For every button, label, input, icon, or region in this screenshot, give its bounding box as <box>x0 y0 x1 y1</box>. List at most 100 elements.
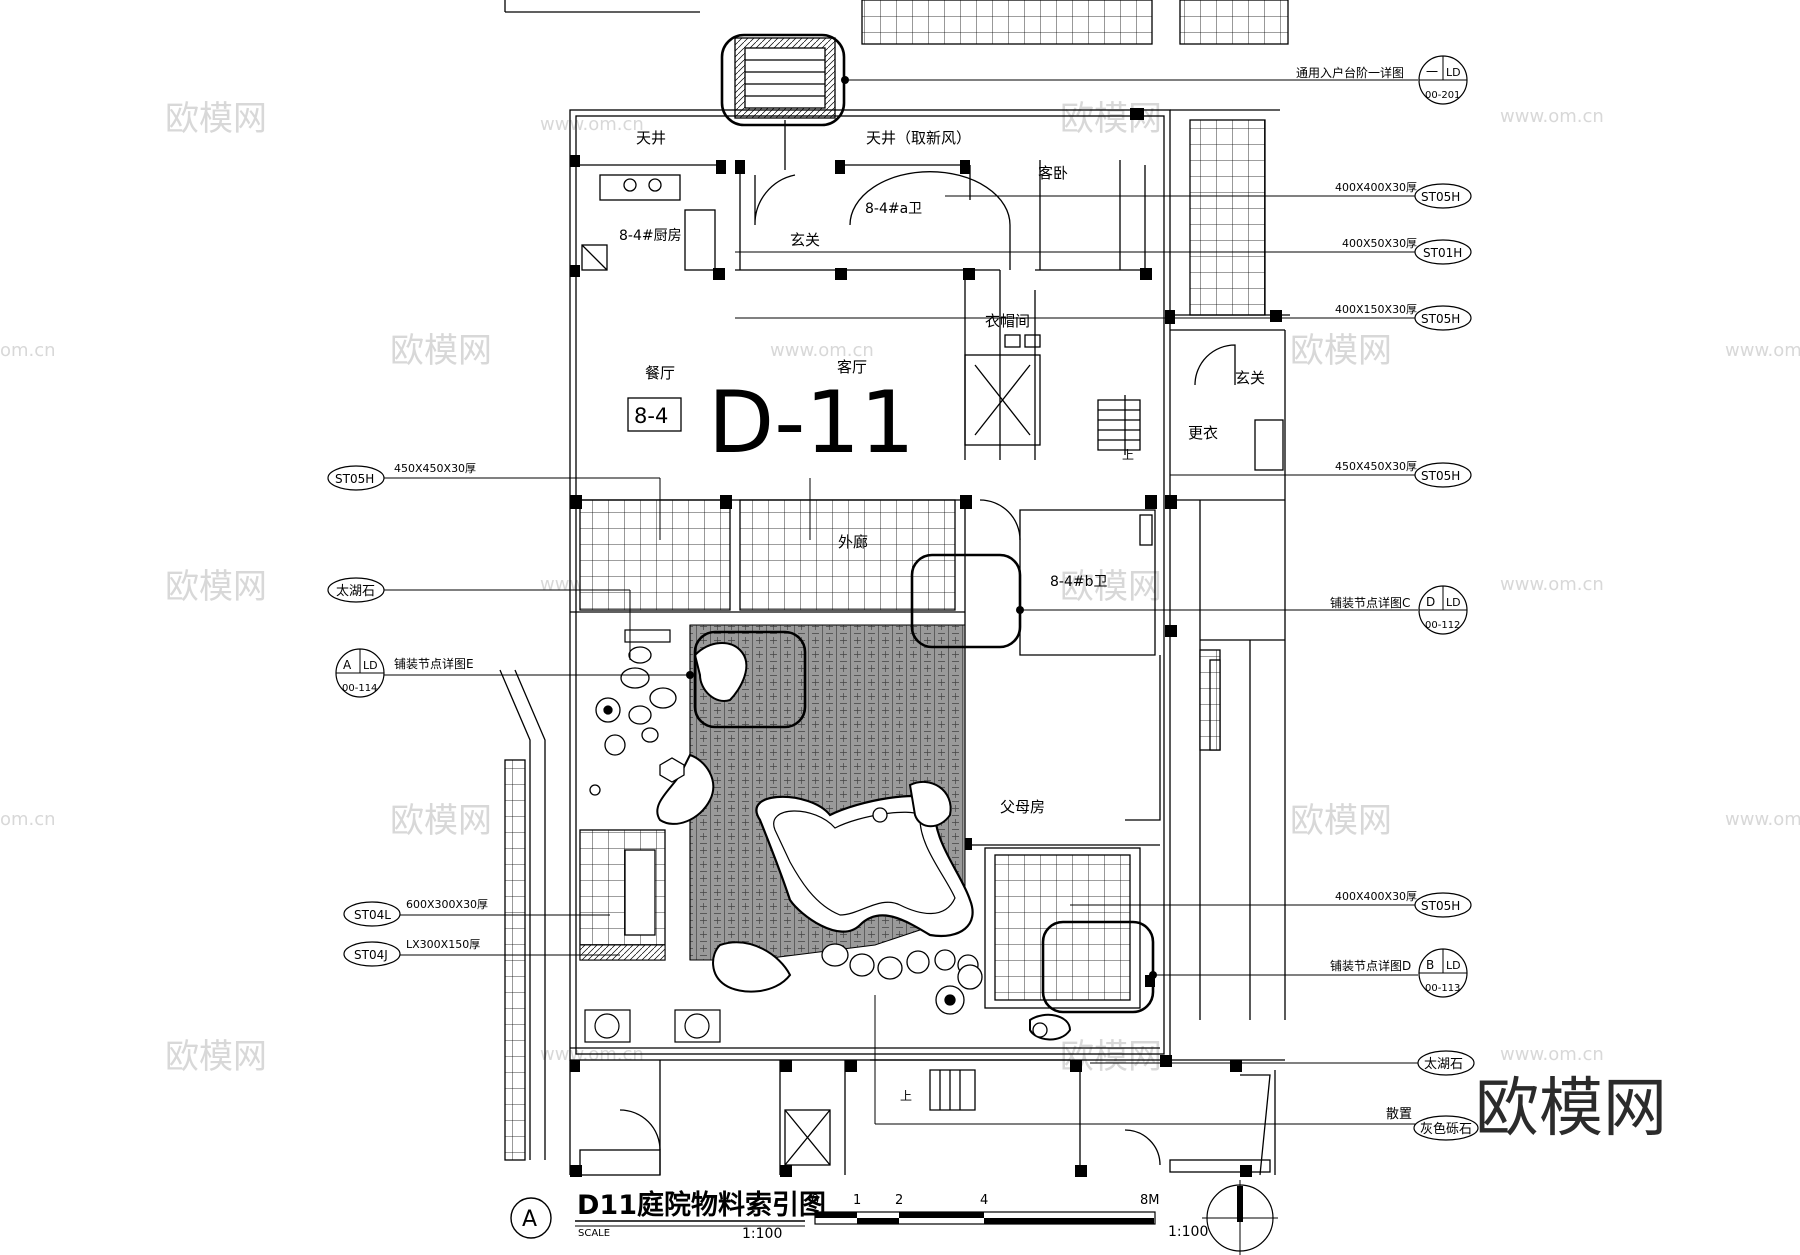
terrace-border <box>984 847 1141 1009</box>
scale-tick: 4 <box>980 1193 988 1208</box>
scale-bar-segment <box>899 1212 984 1218</box>
scale-tick: 0 <box>811 1193 819 1208</box>
bottom-stair <box>929 1069 976 1111</box>
building-plan <box>499 0 1290 1176</box>
callout-spec: 400X150X30厚 <box>1335 303 1417 316</box>
room-labels: 天井 天井（取新风） 客卧 8-4#厨房 8-4#a卫 玄关 衣帽间 餐厅 客厅… <box>619 129 1265 1103</box>
callout-code: ST05H <box>1421 312 1460 326</box>
callout-label: 铺装节点详图E <box>394 656 474 671</box>
callout-spec: 400X400X30厚 <box>1335 181 1417 194</box>
side-stair <box>1189 119 1266 316</box>
callout-pre: 散置 <box>1386 1107 1412 1122</box>
sink <box>623 178 637 192</box>
block-title: D-11 <box>708 373 915 473</box>
callout-code: ST05H <box>335 472 374 486</box>
watermark-brand: 欧模网 <box>390 801 492 841</box>
callout-label: 太湖石 <box>336 584 375 599</box>
watermark-brand: 欧模网 <box>1060 567 1162 607</box>
callout-spec: 400X50X30厚 <box>1342 237 1417 250</box>
parents-walls <box>964 655 1161 846</box>
left-callouts: ST05H 450X450X30厚 太湖石 A LD 00-114 铺装节点详图… <box>327 462 488 967</box>
entry-steps-inner <box>744 47 826 109</box>
label-foyer-right: 玄关 <box>1235 369 1265 387</box>
callout-label: 灰色砾石 <box>1420 1121 1472 1137</box>
detail-ref-sheet: LD <box>1446 959 1461 972</box>
unit-badge: 8-4 <box>634 404 668 428</box>
detail-ref-number: 00-114 <box>342 683 377 694</box>
edge-stone <box>579 944 666 961</box>
scale-bar-segment <box>857 1218 899 1224</box>
watermark-url: om.cn <box>0 809 56 830</box>
left-fence <box>499 669 546 1160</box>
label-tianjing: 天井 <box>636 129 666 147</box>
kitchen-counter <box>599 174 681 201</box>
courtyard <box>570 624 1160 1049</box>
label-bath-a: 8-4#a卫 <box>865 201 922 217</box>
sink <box>648 178 662 192</box>
label-dining: 餐厅 <box>645 364 675 382</box>
scale-tick: 1 <box>853 1193 861 1208</box>
left-fence-paving <box>504 759 526 1161</box>
elevator-cross <box>974 364 1031 436</box>
callout-label: 通用入户台阶一详图 <box>1296 65 1404 80</box>
vent-cross <box>581 244 608 271</box>
callout-tag <box>1413 1115 1479 1141</box>
detail-ref-letter: A <box>343 658 352 672</box>
door-swing <box>619 1109 661 1151</box>
door-swing <box>754 120 796 226</box>
callout-code: ST04J <box>354 948 388 962</box>
watermark-logo-large: 欧模网 <box>1475 1072 1667 1146</box>
watermark-brand: 欧模网 <box>1290 801 1392 841</box>
watermark-url: www.om.cn <box>1725 809 1800 830</box>
label-changing: 更衣 <box>1188 424 1218 442</box>
outer-wall-inner <box>575 115 1165 1055</box>
callout-spec: 600X300X30厚 <box>406 898 488 911</box>
neighbor-rail <box>1209 659 1221 751</box>
scale-bar-segment <box>815 1212 857 1218</box>
detail-ref-letter: B <box>1426 958 1434 972</box>
callout-spec: 450X450X30厚 <box>394 462 476 475</box>
label-guest-bedroom: 客卧 <box>1038 164 1068 182</box>
scale-tick: 2 <box>895 1193 903 1208</box>
railing-top-left <box>861 0 1153 45</box>
right-callouts: 一 LD 00-201 通用入户台阶一详图 ST05H 400X400X30厚 … <box>1296 55 1479 1141</box>
title-block: A D11庭院物料索引图 SCALE 1:100 0 1 2 4 8M 1:10… <box>510 1180 1278 1255</box>
detail-ref-sheet: LD <box>1446 66 1461 79</box>
kitchen-counter <box>684 209 716 271</box>
watermark-brand: 欧模网 <box>1290 331 1392 371</box>
scale-left: 1:100 <box>742 1226 782 1242</box>
elevator <box>964 354 1041 446</box>
drawing-title: D11庭院物料索引图 <box>577 1189 826 1221</box>
corridor-paving-right <box>739 499 956 611</box>
callout-code: ST05H <box>1421 469 1460 483</box>
plants <box>589 697 1048 1038</box>
callout-tag <box>327 465 385 491</box>
watermark-brand: 欧模网 <box>165 567 267 607</box>
label-corridor: 外廊 <box>838 533 868 551</box>
scale-right: 1:100 <box>1168 1224 1208 1240</box>
north-arrow-needle <box>1237 1186 1243 1222</box>
view-letter: A <box>522 1207 537 1232</box>
detail-ref-letter: 一 <box>1426 65 1438 79</box>
callout-tag <box>1414 305 1472 331</box>
label-foyer: 玄关 <box>790 231 820 249</box>
bottom-walls <box>569 1059 1285 1175</box>
interior-stair <box>1097 395 1141 455</box>
callout-code: ST05H <box>1421 899 1460 913</box>
view-letter-circle <box>510 1197 552 1239</box>
callout-tag <box>1414 183 1472 209</box>
label-bath-b: 8-4#b卫 <box>1050 574 1107 590</box>
scale-tick: 8M <box>1140 1193 1160 1208</box>
utility-cross <box>784 1109 831 1166</box>
watermark-brand: 欧模网 <box>390 331 492 371</box>
watermarks: 欧模网 www.om.cn 欧模网 www.om.cn om.cn 欧模网 ww… <box>0 99 1800 1146</box>
pond-outline <box>755 794 974 938</box>
cabinet <box>1254 419 1284 471</box>
door-swing <box>979 499 1021 541</box>
scale-bar-segment <box>984 1218 1154 1224</box>
detail-ref-number: 00-201 <box>1425 90 1460 101</box>
fixture <box>1139 514 1153 546</box>
pond-inner <box>773 810 956 916</box>
callout-tag <box>1417 1050 1475 1076</box>
